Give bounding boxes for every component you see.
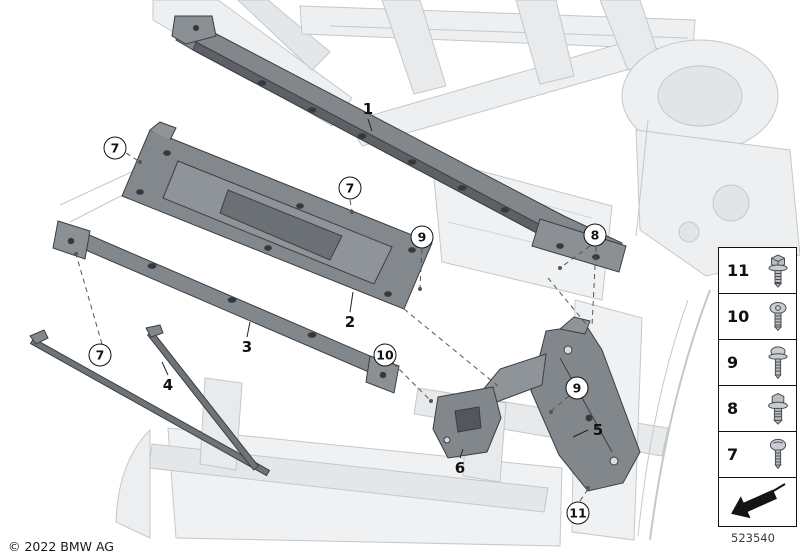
- callout-part-5[interactable]: 5: [592, 421, 604, 439]
- direction-arrow-cell: [719, 478, 796, 526]
- direction-arrow-icon: [730, 483, 786, 519]
- legend-item-7[interactable]: 7: [719, 432, 796, 478]
- legend-item-8[interactable]: 8: [719, 386, 796, 432]
- legend-item-9[interactable]: 9: [719, 340, 796, 386]
- highlighted-parts: [29, 15, 641, 492]
- callout-part-6[interactable]: 6: [454, 459, 466, 477]
- callout-fastener-8[interactable]: 8: [583, 223, 607, 247]
- callout-part-2[interactable]: 2: [344, 313, 356, 331]
- diagram-number: 523540: [731, 531, 775, 545]
- part-lower-rail: [52, 220, 400, 394]
- fastener-markers: [74, 160, 590, 490]
- part-diagonal-struts: [29, 324, 271, 477]
- part-small-bracket: [432, 386, 502, 459]
- round-head-screw-icon: [769, 438, 787, 469]
- callout-fastener-10[interactable]: 10: [373, 343, 397, 367]
- legend-number: 9: [727, 353, 739, 372]
- legend-number: 11: [727, 261, 750, 280]
- callout-part-1[interactable]: 1: [362, 100, 374, 118]
- callout-fastener-11[interactable]: 11: [566, 501, 590, 525]
- callout-fastener-9-a[interactable]: 9: [410, 225, 434, 249]
- part-side-bracket: [481, 316, 641, 492]
- fastener-legend: 11 10 9: [718, 247, 797, 527]
- callout-fastener-7-b[interactable]: 7: [338, 176, 362, 200]
- fastener-leader-lines: [75, 152, 597, 502]
- hex-flange-bolt-icon: [768, 253, 788, 288]
- callout-fastener-7-a[interactable]: 7: [103, 136, 127, 160]
- pan-head-screw-icon: [769, 301, 787, 331]
- callout-fastener-7-c[interactable]: 7: [88, 343, 112, 367]
- washer-screw-icon: [768, 345, 788, 379]
- copyright-text: © 2022 BMW AG: [8, 539, 114, 554]
- legend-number: 7: [727, 445, 739, 464]
- part-front-panel: [121, 121, 433, 310]
- callout-fastener-9-b[interactable]: 9: [565, 376, 589, 400]
- callout-part-3[interactable]: 3: [241, 338, 253, 356]
- callout-part-4[interactable]: 4: [162, 376, 174, 394]
- part-leader-lines: [161, 118, 589, 459]
- legend-item-10[interactable]: 10: [719, 294, 796, 340]
- hex-washer-bolt-icon: [768, 392, 788, 425]
- legend-number: 8: [727, 399, 739, 418]
- legend-number: 10: [727, 307, 750, 326]
- legend-item-11[interactable]: 11: [719, 248, 796, 294]
